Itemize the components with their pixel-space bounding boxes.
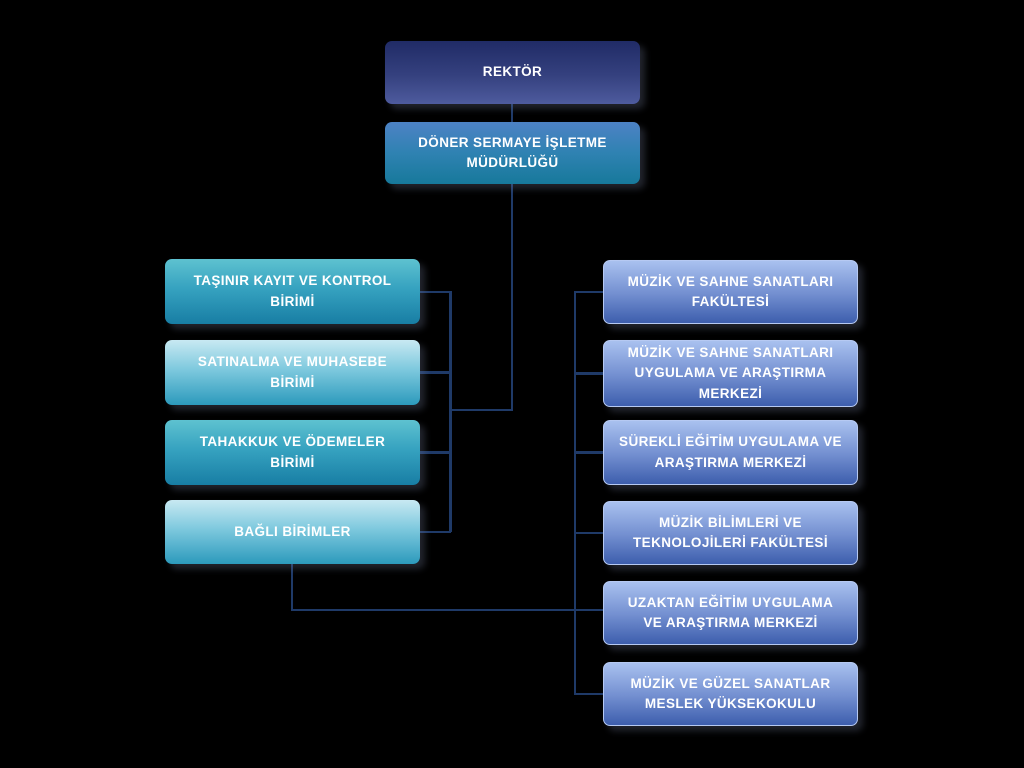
org-node-tasinir-kayit: TAŞINIR KAYIT VE KONTROL BİRİMİ (165, 259, 420, 324)
org-node-bagli-birimler-label: BAĞLI BİRİMLER (234, 523, 351, 539)
org-node-tasinir-kayit-label: TAŞINIR KAYIT VE KONTROL BİRİMİ (193, 273, 392, 309)
connector-left-stub-2 (420, 371, 451, 374)
org-node-sahne-sanatlari-merkezi-label: MÜZİK VE SAHNE SANATLARI UYGULAMA VE ARA… (627, 345, 834, 401)
org-node-satinalma: SATINALMA VE MUHASEBE BİRİMİ (165, 340, 420, 405)
connector-right-stub-4 (574, 531, 603, 534)
connector-left-stub-1 (420, 290, 451, 293)
org-node-bagli-birimler: BAĞLI BİRİMLER (165, 500, 420, 564)
org-node-surekli-egitim-merkezi-label: SÜREKLİ EĞİTİM UYGULAMA VE ARAŞTIRMA MER… (619, 434, 842, 470)
connector-left-bracket (449, 291, 452, 532)
connector-bagli-down (290, 564, 293, 610)
org-node-tahakkuk-label: TAHAKKUK VE ÖDEMELER BİRİMİ (199, 434, 386, 470)
connector-trunk-to-left-bracket (449, 408, 513, 411)
org-node-meslek-yuksekokulu-label: MÜZİK VE GÜZEL SANATLAR MESLEK YÜKSEKOKU… (630, 675, 831, 711)
org-node-rektor-label: REKTÖR (482, 64, 543, 80)
connector-right-stub-2 (574, 372, 603, 375)
connector-right-stub-3 (574, 451, 603, 454)
org-node-doner-sermaye: DÖNER SERMAYE İŞLETME MÜDÜRLÜĞÜ (385, 122, 640, 184)
org-node-tahakkuk: TAHAKKUK VE ÖDEMELER BİRİMİ (165, 420, 420, 485)
org-node-meslek-yuksekokulu: MÜZİK VE GÜZEL SANATLAR MESLEK YÜKSEKOKU… (603, 662, 858, 726)
org-node-satinalma-label: SATINALMA VE MUHASEBE BİRİMİ (197, 354, 388, 390)
org-node-muzik-bilimleri-fakultesi-label: MÜZİK BİLİMLERİ VE TEKNOLOJİLERİ FAKÜLTE… (633, 514, 828, 550)
org-node-muzik-bilimleri-fakultesi: MÜZİK BİLİMLERİ VE TEKNOLOJİLERİ FAKÜLTE… (603, 501, 858, 565)
org-node-sahne-sanatlari-fakultesi-label: MÜZİK VE SAHNE SANATLARI FAKÜLTESİ (627, 273, 834, 309)
org-node-sahne-sanatlari-fakultesi: MÜZİK VE SAHNE SANATLARI FAKÜLTESİ (603, 260, 858, 324)
org-node-uzaktan-egitim-merkezi: UZAKTAN EĞİTİM UYGULAMA VE ARAŞTIRMA MER… (603, 581, 858, 645)
org-node-surekli-egitim-merkezi: SÜREKLİ EĞİTİM UYGULAMA VE ARAŞTIRMA MER… (603, 420, 858, 485)
connector-right-stub-6 (574, 692, 603, 695)
connector-right-bracket (573, 291, 576, 694)
org-node-doner-sermaye-label: DÖNER SERMAYE İŞLETME MÜDÜRLÜĞÜ (418, 134, 607, 170)
connector-right-stub-1 (574, 290, 603, 293)
org-node-sahne-sanatlari-merkezi: MÜZİK VE SAHNE SANATLARI UYGULAMA VE ARA… (603, 340, 858, 407)
connector-bagli-to-right-bracket (290, 608, 603, 611)
org-node-rektor: REKTÖR (385, 41, 640, 104)
connector-rektor-to-doner (510, 104, 513, 123)
connector-left-stub-3 (420, 451, 451, 454)
connector-doner-trunk (510, 184, 513, 410)
connector-left-stub-4 (420, 530, 451, 533)
org-node-uzaktan-egitim-merkezi-label: UZAKTAN EĞİTİM UYGULAMA VE ARAŞTIRMA MER… (627, 594, 834, 630)
